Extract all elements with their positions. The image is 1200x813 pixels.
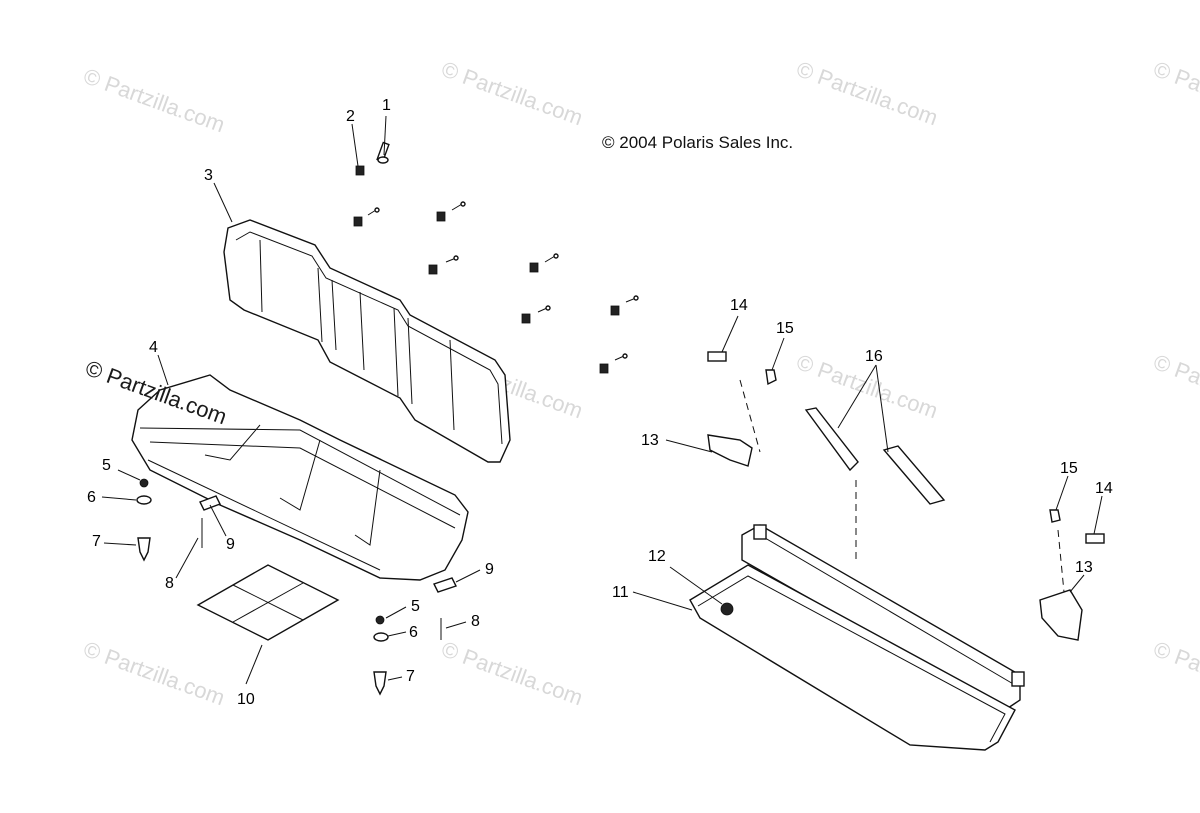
callout-6a: 6 <box>87 489 96 506</box>
back-fasteners <box>353 141 639 374</box>
callout-14b: 14 <box>1095 480 1113 497</box>
callout-5b: 5 <box>411 598 420 615</box>
seat-frame <box>689 524 1025 751</box>
callout-9a: 9 <box>226 536 235 553</box>
callout-1: 1 <box>382 97 391 114</box>
watermark-text: © Partzilla.com <box>1150 636 1200 710</box>
assembly-lines <box>739 379 1065 593</box>
right-hardware <box>373 577 457 696</box>
callout-8b: 8 <box>471 613 480 630</box>
latch-assembly <box>707 351 1105 641</box>
floor-mat <box>196 564 340 641</box>
callout-10: 10 <box>237 691 255 708</box>
watermark-text: © Partzilla.com <box>438 636 586 710</box>
bolt-1 <box>376 141 390 164</box>
callout-12: 12 <box>648 548 666 565</box>
leader-lines <box>101 115 1103 685</box>
copyright-notice: © 2004 Polaris Sales Inc. <box>602 133 794 152</box>
callout-7b: 7 <box>406 668 415 685</box>
callout-13a: 13 <box>641 432 659 449</box>
callout-labels: 1 2 3 4 5 6 7 8 9 10 9 5 6 8 7 11 12 13 … <box>87 97 1113 708</box>
watermark-text: © Partzilla.com <box>793 56 941 130</box>
left-hardware <box>136 478 221 562</box>
callout-15b: 15 <box>1060 460 1078 477</box>
callout-8a: 8 <box>165 575 174 592</box>
callout-4: 4 <box>149 339 158 356</box>
callout-11: 11 <box>612 584 629 601</box>
clip-2 <box>355 165 365 176</box>
watermark-text: © Partzilla.com <box>80 636 228 710</box>
watermark-text: © Partzilla.com <box>1150 349 1200 423</box>
seat-cushion <box>131 374 469 581</box>
callout-9b: 9 <box>485 561 494 578</box>
watermark-text: © Partzilla.com <box>1150 56 1200 130</box>
callout-7a: 7 <box>92 533 101 550</box>
callout-15a: 15 <box>776 320 794 337</box>
watermark-text: © Partzilla.com <box>438 56 586 130</box>
callout-2: 2 <box>346 108 355 125</box>
callout-6b: 6 <box>409 624 418 641</box>
callout-5a: 5 <box>102 457 111 474</box>
callout-3: 3 <box>204 167 213 184</box>
seat-back <box>223 219 511 463</box>
watermark-text: © Partzilla.com <box>80 63 228 137</box>
callout-13b: 13 <box>1075 559 1093 576</box>
callout-16: 16 <box>865 348 883 365</box>
callout-14a: 14 <box>730 297 748 314</box>
